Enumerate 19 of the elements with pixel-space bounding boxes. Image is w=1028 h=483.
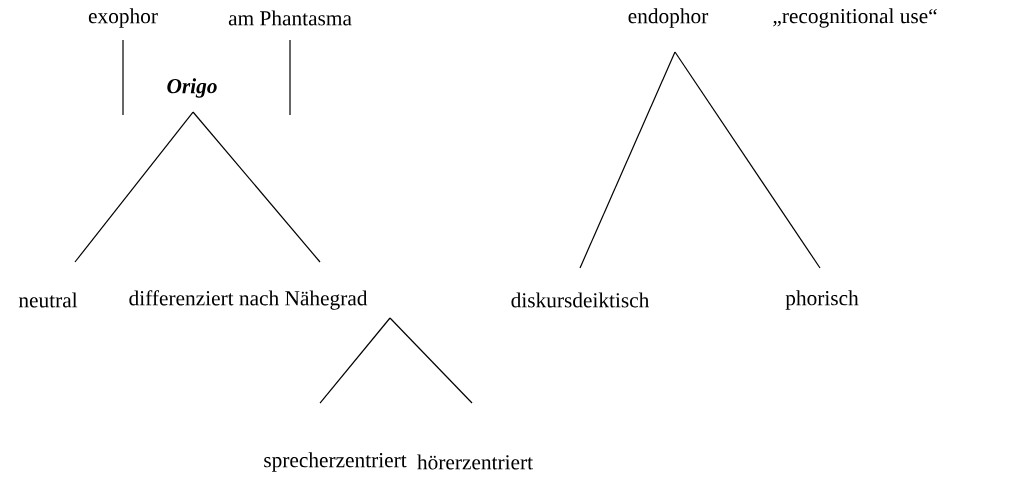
tree-line bbox=[319, 317, 391, 404]
term-label: Origo bbox=[167, 78, 217, 98]
term-label: endophor bbox=[628, 8, 709, 28]
term-label: „recognitional use“ bbox=[773, 8, 937, 28]
tree-line bbox=[674, 51, 821, 269]
tree-line bbox=[122, 39, 124, 116]
term-label: phorisch bbox=[785, 290, 859, 310]
term-label: exophor bbox=[88, 8, 158, 28]
tree-line bbox=[192, 111, 321, 263]
term-label: am Phantasma bbox=[228, 10, 352, 26]
term-label: differenziert nach Nähegrad bbox=[129, 290, 368, 310]
term-label: diskursdeiktisch bbox=[511, 292, 650, 308]
term-label: sprecherzentriert bbox=[264, 452, 407, 472]
tree-line bbox=[289, 39, 291, 116]
tree-line bbox=[74, 111, 194, 263]
tree-line bbox=[389, 317, 473, 404]
term-label: hörerzentriert bbox=[417, 454, 533, 470]
term-label: neutral bbox=[18, 292, 78, 308]
tree-line bbox=[579, 51, 676, 269]
